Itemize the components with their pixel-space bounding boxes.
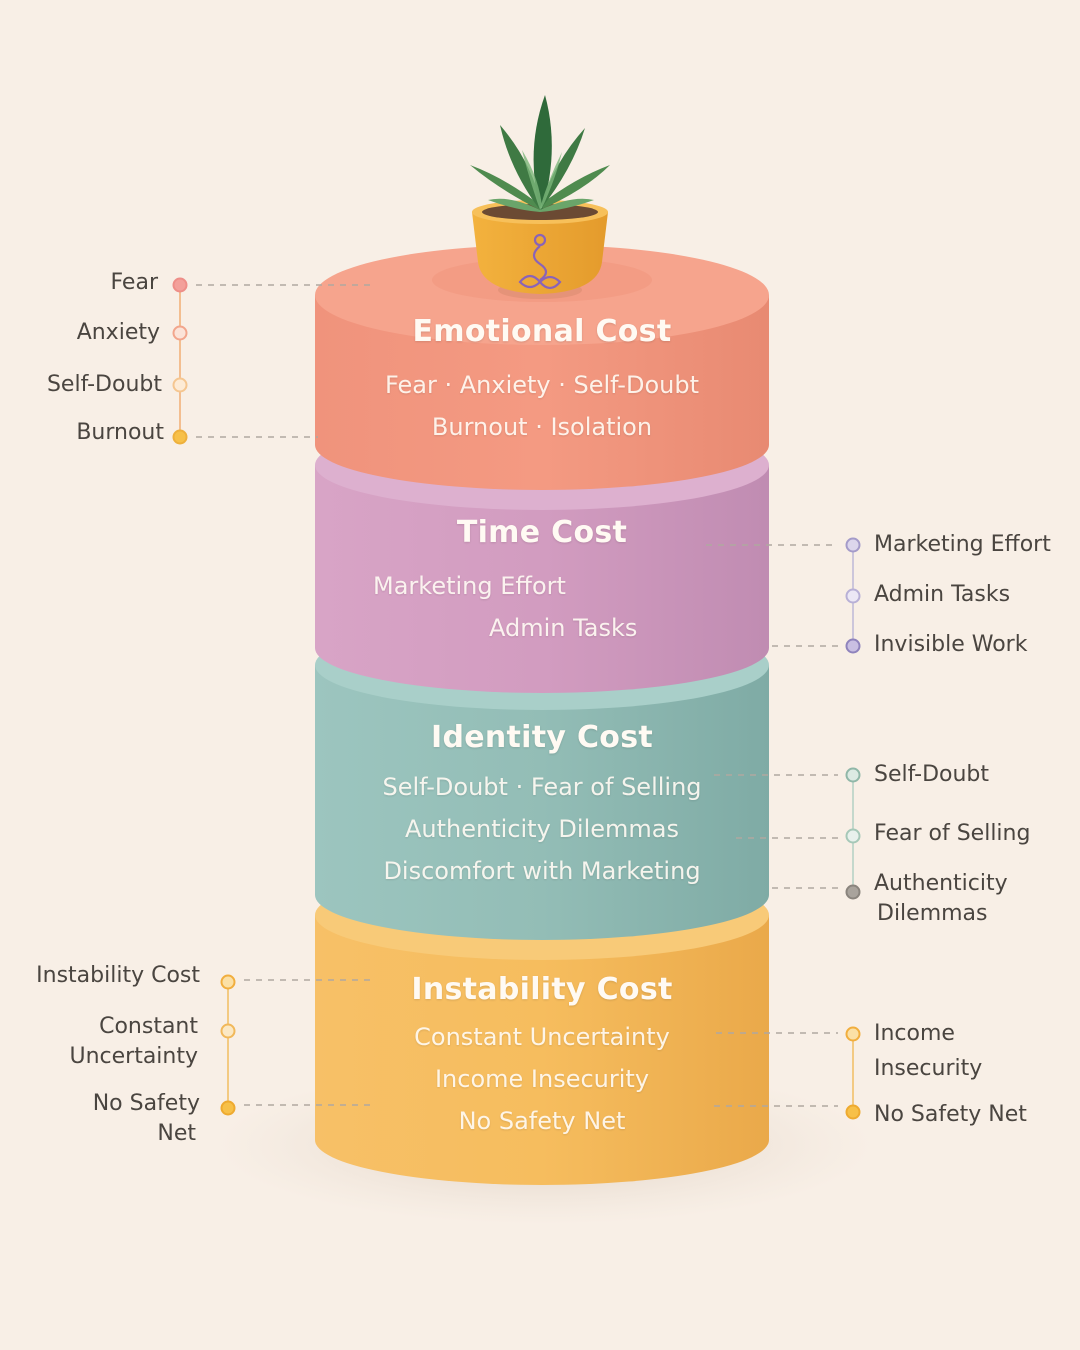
label-no-safety-net: No Safety Net [874,1102,1027,1127]
label-no-safety: No Safety [92,1091,200,1116]
time-layer-text: Time Cost Marketing Effort Admin Tasks [315,515,769,642]
connector-dots [172,277,861,1120]
identity-layer-text: Identity Cost Self-Doubt · Fear of Selli… [315,720,769,885]
emotional-layer-text: Emotional Cost Fear · Anxiety · Self-Dou… [315,314,769,441]
identity-title: Identity Cost [430,720,654,755]
label-instability-cost: Instability Cost [36,963,200,988]
instability-layer-text: Instability Cost Constant Uncertainty In… [315,972,769,1135]
label-uncertainty: Uncertainty [69,1044,198,1069]
label-identity-self-doubt: Self-Doubt [874,762,990,787]
time-line-2: Admin Tasks [489,614,638,642]
label-burnout: Burnout [76,420,164,445]
label-net: Net [157,1121,196,1146]
label-constant: Constant [99,1014,198,1039]
label-marketing-effort: Marketing Effort [874,532,1051,557]
label-dilemmas: Dilemmas [877,901,988,926]
succulent-plant-icon [470,95,610,212]
label-anxiety: Anxiety [76,320,160,345]
identity-line-2: Authenticity Dilemmas [405,815,679,843]
instability-line-3: No Safety Net [458,1107,626,1135]
label-insecurity: Insecurity [874,1056,983,1081]
label-authenticity: Authenticity [874,871,1008,896]
instability-line-1: Constant Uncertainty [414,1023,670,1051]
instability-title: Instability Cost [411,972,673,1007]
time-line-1: Marketing Effort [373,572,566,600]
label-fear: Fear [110,270,158,295]
label-income: Income [874,1021,955,1046]
label-fear-of-selling: Fear of Selling [874,821,1031,846]
label-admin-tasks: Admin Tasks [874,582,1011,607]
identity-line-1: Self-Doubt · Fear of Selling [382,773,702,801]
identity-line-3: Discomfort with Marketing [383,857,701,885]
label-invisible-work: Invisible Work [874,632,1028,657]
meditation-figure-icon [518,233,562,290]
emotional-line-1: Fear · Anxiety · Self-Doubt [385,371,699,399]
time-title: Time Cost [456,515,628,550]
label-self-doubt: Self-Doubt [46,372,162,397]
emotional-line-2: Burnout · Isolation [431,413,653,441]
instability-line-2: Income Insecurity [434,1065,650,1093]
emotional-title: Emotional Cost [412,314,672,349]
